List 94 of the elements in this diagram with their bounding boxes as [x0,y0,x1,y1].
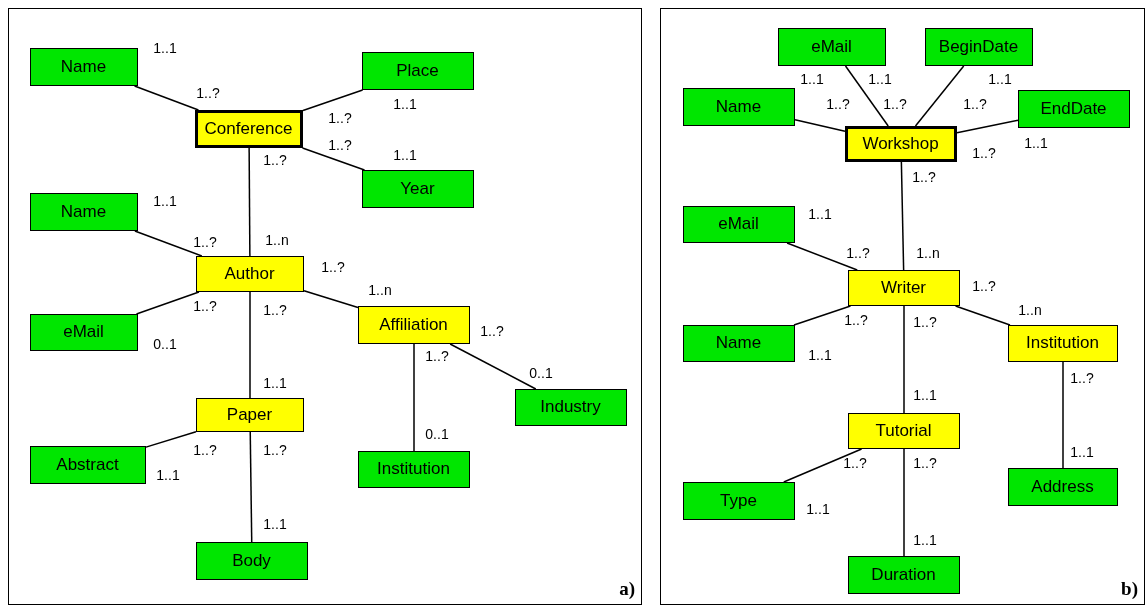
cardinality-label: 1..? [913,456,937,470]
cardinality-label: 1..? [328,138,352,152]
cardinality-label: 1..1 [988,72,1012,86]
connector-line [301,147,366,171]
cardinality-label: 0..1 [425,427,449,441]
connector-line [954,305,1011,326]
connector-line [786,242,858,271]
attribute-box: eMail [29,313,138,351]
connector-line [249,291,251,399]
cardinality-label: 1..? [196,86,220,100]
connector-line [794,119,846,132]
attribute-box: eMail [777,27,886,66]
entity-box: Author [195,255,304,292]
connector-line [903,448,905,557]
entity-box: Institution [1007,324,1118,362]
connector-line [134,230,203,257]
cardinality-label: 1..? [846,246,870,260]
attribute-box: Type [682,481,795,520]
diagram-panel [660,8,1145,605]
cardinality-label: 0..1 [153,337,177,351]
attribute-box: Institution [357,450,470,488]
attribute-box: eMail [682,205,795,243]
cardinality-label: 1..? [425,349,449,363]
connector-line [844,65,889,127]
cardinality-label: 1..? [972,279,996,293]
cardinality-label: 1..? [826,97,850,111]
connector-line [133,85,200,111]
root-entity-box: Conference [194,109,303,148]
connector-line [783,448,863,483]
cardinality-label: 1..? [263,443,287,457]
connector-line [793,305,852,326]
attribute-box: Name [29,192,138,231]
cardinality-label: 1..1 [913,388,937,402]
connector-line [956,119,1019,134]
connector-line [248,147,251,257]
cardinality-label: 1..1 [156,468,180,482]
cardinality-label: 1..1 [808,348,832,362]
cardinality-label: 1..? [1070,371,1094,385]
cardinality-label: 1..1 [913,533,937,547]
cardinality-label: 1..1 [800,72,824,86]
cardinality-label: 1..1 [153,41,177,55]
attribute-box: Address [1007,467,1118,506]
cardinality-label: 1..? [328,111,352,125]
attribute-box: Name [29,47,138,86]
connector-line [303,290,359,309]
entity-box: Affiliation [357,305,470,344]
cardinality-label: 1..? [263,303,287,317]
connector-line [449,343,537,390]
attribute-box: Name [682,324,795,362]
cardinality-label: 1..? [913,315,937,329]
cardinality-label: 1..? [883,97,907,111]
connector-line [302,89,364,112]
entity-box: Tutorial [847,412,960,449]
attribute-box: BeginDate [924,27,1033,66]
cardinality-label: 1..1 [868,72,892,86]
attribute-box: Body [195,541,308,580]
cardinality-label: 1..? [912,170,936,184]
attribute-box: EndDate [1017,89,1130,128]
attribute-box: Duration [847,555,960,594]
connector-line [1062,361,1064,469]
cardinality-label: 1..? [321,260,345,274]
cardinality-label: 1..1 [808,207,832,221]
cardinality-label: 1..? [193,299,217,313]
panel-label: b) [1121,578,1138,600]
cardinality-label: 1..? [844,313,868,327]
connector-line [413,343,415,452]
attribute-box: Abstract [29,445,146,484]
cardinality-label: 1..? [972,146,996,160]
cardinality-label: 1..n [1018,303,1042,317]
connector-line [900,161,905,271]
entity-box: Writer [847,269,960,306]
connector-line [914,65,965,127]
cardinality-label: 1..? [193,235,217,249]
panel-label: a) [619,578,635,600]
attribute-box: Place [361,51,474,90]
connector-line [135,291,200,315]
connector-line [903,305,905,414]
cardinality-label: 1..1 [263,376,287,390]
diagram-panel [8,8,642,605]
entity-box: Paper [195,397,304,432]
cardinality-label: 1..1 [153,194,177,208]
cardinality-label: 0..1 [529,366,553,380]
cardinality-label: 1..? [193,443,217,457]
cardinality-label: 1..? [843,456,867,470]
root-entity-box: Workshop [844,125,957,162]
cardinality-label: 1..1 [1070,445,1094,459]
cardinality-label: 1..1 [263,517,287,531]
cardinality-label: 1..? [963,97,987,111]
cardinality-label: 1..n [916,246,940,260]
attribute-box: Name [682,87,795,126]
connector-line [249,431,253,543]
connector-line [145,430,197,448]
attribute-box: Industry [514,388,627,426]
attribute-box: Year [361,169,474,208]
